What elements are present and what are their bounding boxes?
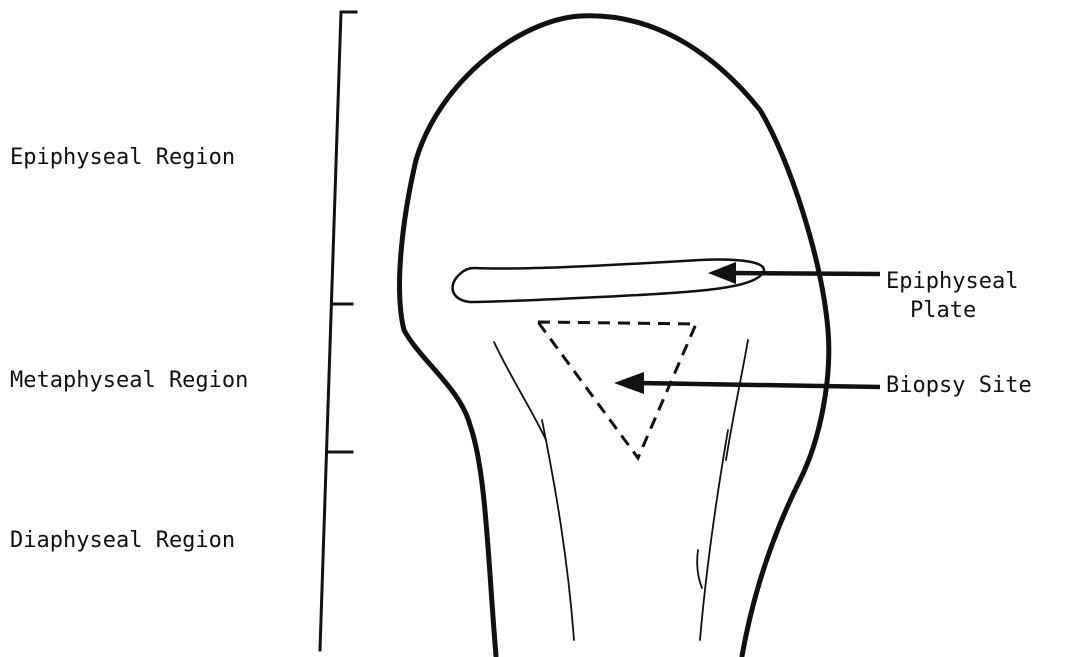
biopsy-site-triangle xyxy=(538,322,696,458)
bone-outline xyxy=(400,16,829,656)
epiphyseal-plate xyxy=(453,259,764,302)
epiphyseal-plate-label: Epiphyseal Plate xyxy=(886,267,1018,325)
epiphyseal-plate-label-line2: Plate xyxy=(886,296,1018,325)
epiphyseal-plate-arrow xyxy=(708,262,880,284)
biopsy-site-arrow xyxy=(614,372,880,394)
region-scale-bar xyxy=(320,12,356,650)
epiphyseal-plate-label-line1: Epiphyseal xyxy=(886,269,1018,294)
scale-bar-vertical xyxy=(320,12,341,650)
diaphyseal-region-label: Diaphyseal Region xyxy=(10,526,235,555)
epiphyseal-region-label: Epiphyseal Region xyxy=(10,143,235,172)
metaphyseal-region-label: Metaphyseal Region xyxy=(10,366,248,395)
biopsy-site-label: Biopsy Site xyxy=(886,371,1032,400)
